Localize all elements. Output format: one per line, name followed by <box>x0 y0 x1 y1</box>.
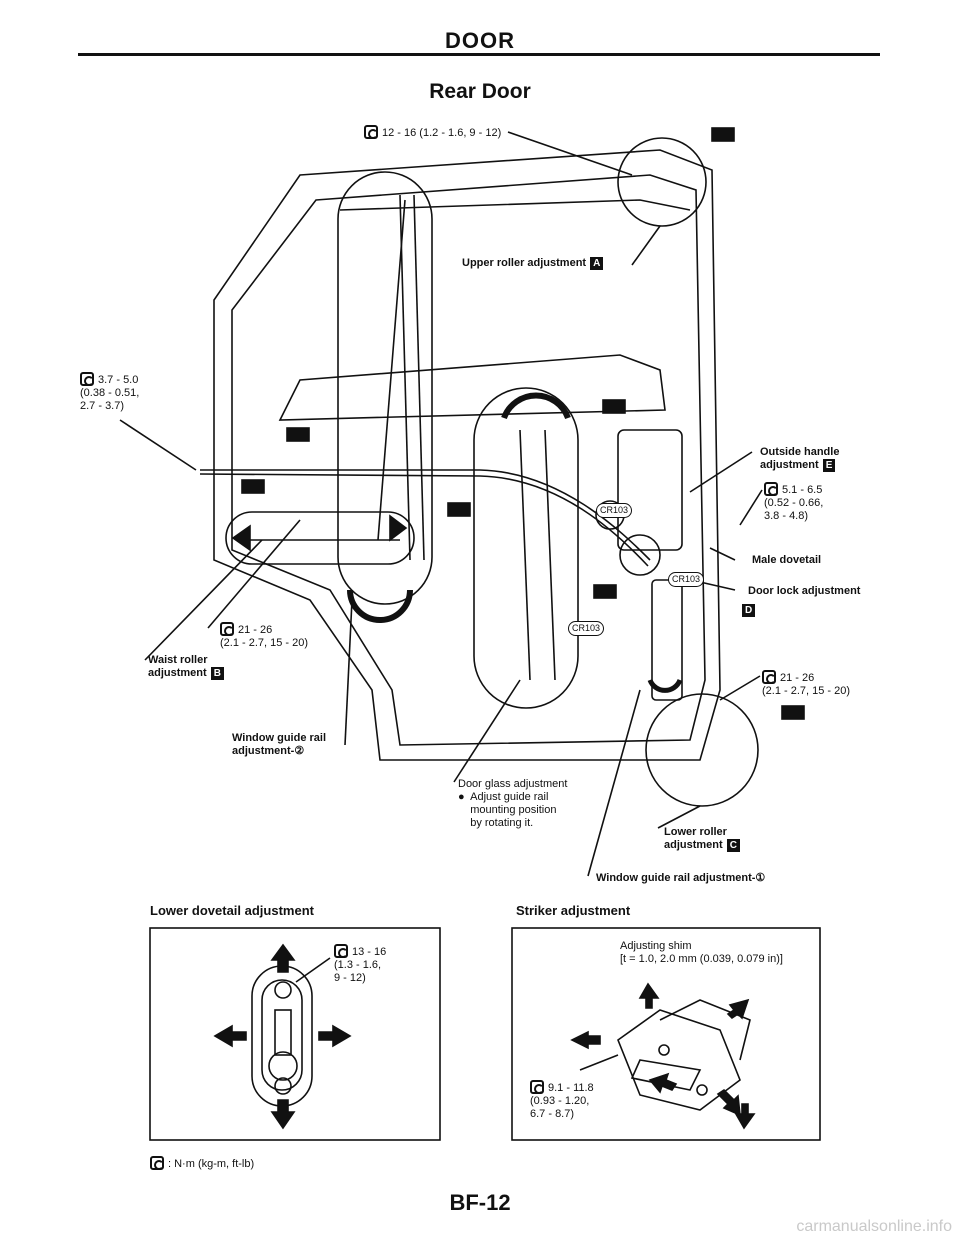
header-rule <box>78 53 880 56</box>
lower-dovetail-torque-label: 13 - 16 (1.3 - 1.6, 9 - 12) <box>334 944 387 984</box>
page-number: BF-12 <box>449 1190 511 1215</box>
torque-wrench-icon <box>150 1156 164 1170</box>
watermark: carmanualsonline.info <box>796 1218 952 1235</box>
upper-roller-detail <box>617 137 707 227</box>
door-lock-label: Door lock adjustment <box>748 585 861 597</box>
lower-dovetail-title: Lower dovetail adjustment <box>150 903 314 918</box>
window-guide-rail-1-label: Window guide rail adjustment-① <box>596 872 766 884</box>
badge-d-icon: D <box>738 600 756 618</box>
left-torque-label: 3.7 - 5.0 (0.38 - 0.51, 2.7 - 3.7) <box>80 372 140 412</box>
adjusting-shim-label: Adjusting shim [t = 1.0, 2.0 mm (0.039, … <box>620 940 783 965</box>
connector-cr103-b: CR103 <box>668 572 705 587</box>
waist-torque-label: 21 - 26 (2.1 - 2.7, 15 - 20) <box>220 622 309 649</box>
right-torque-label: 21 - 26 (2.1 - 2.7, 15 - 20) <box>762 670 851 697</box>
torque-wrench-icon <box>220 622 234 636</box>
badge-e-icon: E <box>822 459 836 472</box>
torque-wrench-icon <box>334 944 348 958</box>
section-title: Rear Door <box>429 80 531 103</box>
torque-wrench-icon <box>762 670 776 684</box>
torque-wrench-icon <box>80 372 94 386</box>
window-guide-rail-2-label: Window guide rail adjustment-② <box>232 732 327 757</box>
top-torque-label: 12 - 16 (1.2 - 1.6, 9 - 12) <box>364 125 501 140</box>
lower-dovetail-drawing <box>149 927 441 1141</box>
waist-roller-outline <box>225 511 415 565</box>
striker-drawing <box>511 927 821 1141</box>
male-dovetail-label: Male dovetail <box>752 554 822 566</box>
lower-roller-detail <box>645 693 759 807</box>
striker-title: Striker adjustment <box>516 903 631 918</box>
handle-torque-label: 5.1 - 6.5 (0.52 - 0.66, 3.8 - 4.8) <box>764 482 824 522</box>
window-opening <box>278 354 666 421</box>
badge-c-icon: C <box>726 839 740 852</box>
badge-b-icon: B <box>210 667 224 680</box>
striker-torque-label: 9.1 - 11.8 (0.93 - 1.20, 6.7 - 8.7) <box>530 1080 594 1120</box>
torque-wrench-icon <box>364 125 378 139</box>
connector-cr103-c: CR103 <box>568 621 605 636</box>
page-header-title: DOOR <box>445 28 515 53</box>
units-legend: : N·m (kg-m, ft-lb) <box>150 1156 254 1171</box>
torque-wrench-icon <box>530 1080 544 1094</box>
torque-wrench-icon <box>764 482 778 496</box>
door-frame <box>213 149 721 761</box>
connector-cr103-a: CR103 <box>596 503 633 518</box>
window-rail-outline <box>337 171 433 605</box>
badge-a-icon: A <box>590 257 604 270</box>
door-glass-label: Door glass adjustment ● Adjust guide rai… <box>458 778 568 829</box>
door-glass-outline <box>473 387 579 709</box>
